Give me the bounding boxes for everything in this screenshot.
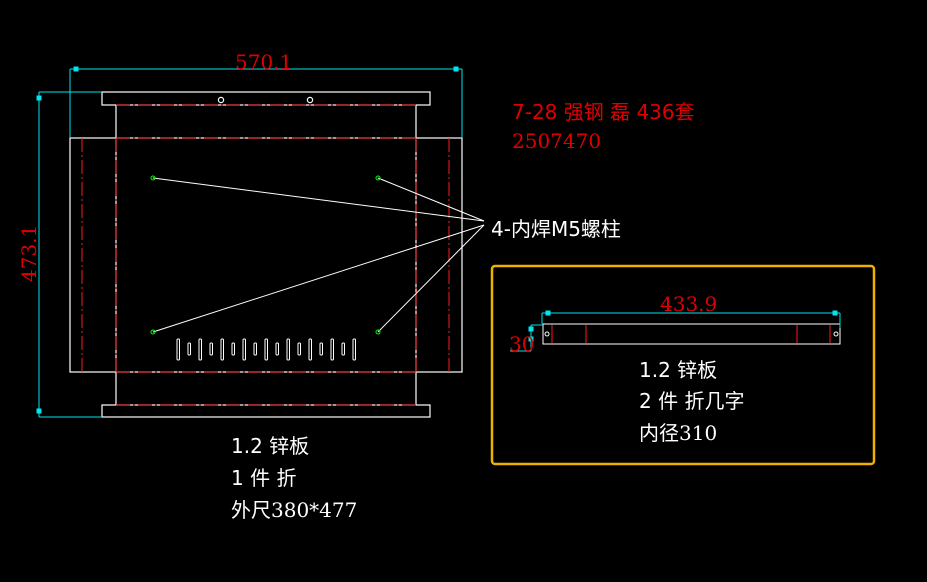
vent-slot [198, 338, 202, 361]
vent-slot [330, 338, 334, 361]
top-flange [101, 91, 431, 106]
width-dimension: 570.1 [235, 50, 293, 74]
main-note-quantity: 1 件 折 [231, 466, 297, 490]
main-view-bend-lines [81, 104, 450, 406]
side-view [542, 323, 841, 345]
bottom-flange [101, 404, 431, 418]
side-height-dimension: 30 [509, 332, 535, 356]
screw-icon [150, 329, 156, 335]
vent-slot [209, 342, 213, 356]
vent-slot [297, 342, 301, 356]
vent-slot [319, 342, 323, 356]
side-flaps [69, 137, 463, 373]
highlight-box [490, 264, 876, 466]
side-note-material: 1.2 锌板 [639, 358, 718, 382]
screw-icon [375, 329, 381, 335]
vent-slot [264, 338, 268, 361]
main-note-size: 外尺380*477 [231, 498, 358, 522]
stud-callout: 4-内焊M5螺柱 [491, 217, 621, 241]
main-view-outline [69, 91, 463, 418]
vent-slot [352, 338, 356, 361]
screw-leaders [152, 177, 485, 333]
main-note-material: 1.2 锌板 [231, 434, 310, 458]
header-note-line1: 7-28 强钢 磊 436套 [512, 100, 695, 124]
hole [217, 96, 225, 104]
vent-slot [286, 338, 290, 361]
side-note-quantity: 2 件 折几字 [639, 389, 745, 413]
vent-slot [220, 338, 224, 361]
vent-slots [176, 338, 356, 361]
vent-slot [187, 342, 191, 356]
vent-slot [176, 338, 180, 361]
side-note-inner: 内径310 [639, 421, 718, 445]
side-length-dimension: 433.9 [660, 292, 718, 316]
hole [306, 96, 314, 104]
vent-slot [242, 338, 246, 361]
vent-slot [275, 342, 279, 356]
vent-slot [253, 342, 257, 356]
vent-slot [231, 342, 235, 356]
screw-icon [150, 175, 156, 181]
vent-slot [308, 338, 312, 361]
screw-studs [150, 175, 381, 335]
height-dimension: 473.1 [17, 224, 41, 282]
header-note-line2: 2507470 [512, 129, 602, 153]
dimension-lines [36, 66, 463, 418]
vent-slot [341, 342, 345, 356]
screw-icon [375, 175, 381, 181]
